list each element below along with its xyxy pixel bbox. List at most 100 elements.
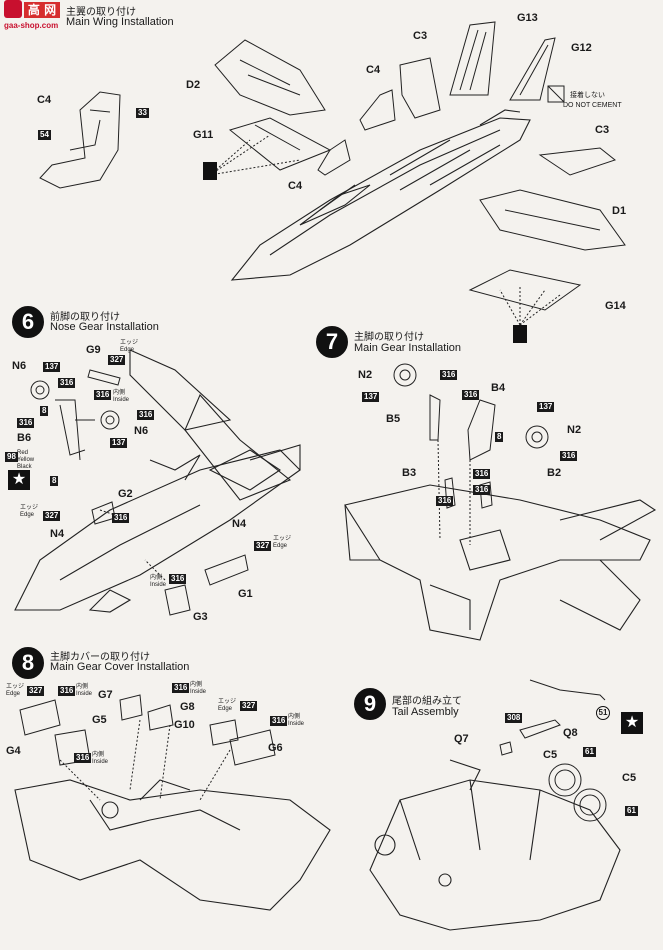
cover-g7: [119, 694, 143, 721]
part-g9: [87, 369, 121, 386]
label-d1: D1: [612, 205, 627, 217]
cover-g6: [229, 729, 276, 766]
insignia-star-icon: ★: [8, 470, 30, 490]
step-5-title-jp: 主翼の取り付け: [66, 7, 136, 18]
badge-51: 51: [596, 706, 610, 720]
badge-137-d: 137: [537, 402, 555, 412]
label-g6: G6: [268, 742, 283, 754]
edge-en-6a: Edge: [120, 347, 135, 353]
label-b4: B4: [491, 382, 506, 394]
strut-b4: [467, 399, 496, 461]
badge-327-c: 327: [254, 541, 272, 551]
label-n6-right: N6: [134, 425, 149, 437]
color-yellow: Yellow: [17, 457, 35, 463]
part-b2: [479, 481, 493, 509]
step-7-number: 7: [316, 326, 348, 358]
badge-316-k: 316: [473, 469, 491, 479]
badge-316-m: 316: [473, 485, 491, 495]
label-b2: B2: [547, 467, 562, 479]
inside-jp-6b: 内側: [150, 574, 163, 581]
label-n4-right: N4: [232, 518, 247, 530]
label-g9: G9: [86, 344, 101, 356]
edge-jp-6c: エッジ: [273, 535, 292, 542]
label-g2: G2: [118, 488, 133, 500]
part-g11: [228, 117, 332, 171]
inside-jp-8d: 内側: [92, 751, 105, 758]
nose-strut: [55, 399, 95, 461]
badge-54: 54: [38, 130, 51, 140]
logo-text: gaa-shop.com: [4, 21, 59, 30]
label-g14: G14: [605, 300, 626, 312]
step-6-fuselage: [14, 349, 301, 613]
label-c4-seat: C4: [37, 94, 52, 106]
badge-316-b: 316: [94, 390, 112, 400]
edge-en-6b: Edge: [20, 512, 35, 518]
label-n2-right: N2: [567, 424, 582, 436]
step-7-fuselage: [344, 484, 657, 641]
label-g11: G11: [193, 129, 214, 141]
label-n6-left: N6: [12, 360, 27, 372]
label-n4-left: N4: [50, 528, 65, 540]
badge-327-e: 327: [240, 701, 258, 711]
edge-jp-8b: エッジ: [218, 698, 237, 705]
badge-8-c: 8: [495, 432, 504, 442]
badge-316-d: 316: [17, 418, 35, 428]
strut-b5: [429, 394, 441, 441]
edge-en-8a: Edge: [6, 691, 21, 697]
badge-33: 33: [136, 108, 149, 118]
no-cement-icon: [547, 85, 565, 103]
label-b3: B3: [402, 467, 417, 479]
badge-316-p: 316: [270, 716, 288, 726]
step-9-number: 9: [354, 688, 386, 720]
cover-g10: [209, 719, 239, 746]
inside-jp-8c: 内側: [288, 713, 301, 720]
badge-8-b: 8: [50, 476, 59, 486]
inside-en-6b: Inside: [150, 582, 167, 588]
label-c5-upper: C5: [543, 749, 558, 761]
badge-61-a: 61: [583, 747, 596, 757]
label-c3-lower: C3: [595, 124, 610, 136]
wing-d1: [479, 189, 626, 251]
tail-g12: [509, 37, 556, 101]
nose-wheel-left: [30, 380, 50, 400]
label-q8: Q8: [563, 727, 578, 739]
badge-316-h: 316: [440, 370, 458, 380]
main-wheel-left: [393, 363, 417, 387]
badge-316-a: 316: [58, 378, 76, 388]
step-7-title-en: Main Gear Installation: [354, 342, 461, 354]
probe-q8: [519, 719, 561, 739]
cover-g8: [147, 704, 174, 731]
badge-327-d: 327: [27, 686, 45, 696]
step-8-number: 8: [12, 647, 44, 679]
color-black: Black: [17, 464, 32, 470]
badge-137-c: 137: [362, 392, 380, 402]
no-cement-jp: 接着しない: [570, 91, 605, 99]
seat-c4: [39, 91, 121, 189]
part-q7: [499, 741, 513, 756]
part-c3-lower: [538, 147, 617, 176]
badge-316-n: 316: [58, 686, 76, 696]
label-g12: G12: [571, 42, 592, 54]
inside-en-8c: Inside: [288, 721, 305, 727]
step-9-title-jp: 尾部の組み立て: [392, 696, 462, 707]
step-6-number: 6: [12, 306, 44, 338]
label-g10: G10: [174, 719, 195, 731]
cover-g4: [19, 699, 61, 736]
badge-316-i: 316: [462, 390, 480, 400]
label-g8: G8: [180, 701, 195, 713]
badge-137-b: 137: [110, 438, 128, 448]
part-c4-b: [317, 139, 351, 176]
badge-316-q: 316: [74, 753, 92, 763]
tail-g13: [449, 21, 496, 96]
step-9-fuselage: [369, 759, 621, 931]
step-5-fuselage: [230, 109, 531, 281]
badge-316-o: 316: [172, 683, 190, 693]
edge-jp-6b: エッジ: [20, 504, 39, 511]
badge-98: 98: [5, 452, 18, 462]
site-logo: 高 网 gaa-shop.com: [2, 0, 64, 34]
label-g4: G4: [6, 745, 21, 757]
label-g13: G13: [517, 12, 538, 24]
badge-316-e: 316: [112, 513, 130, 523]
